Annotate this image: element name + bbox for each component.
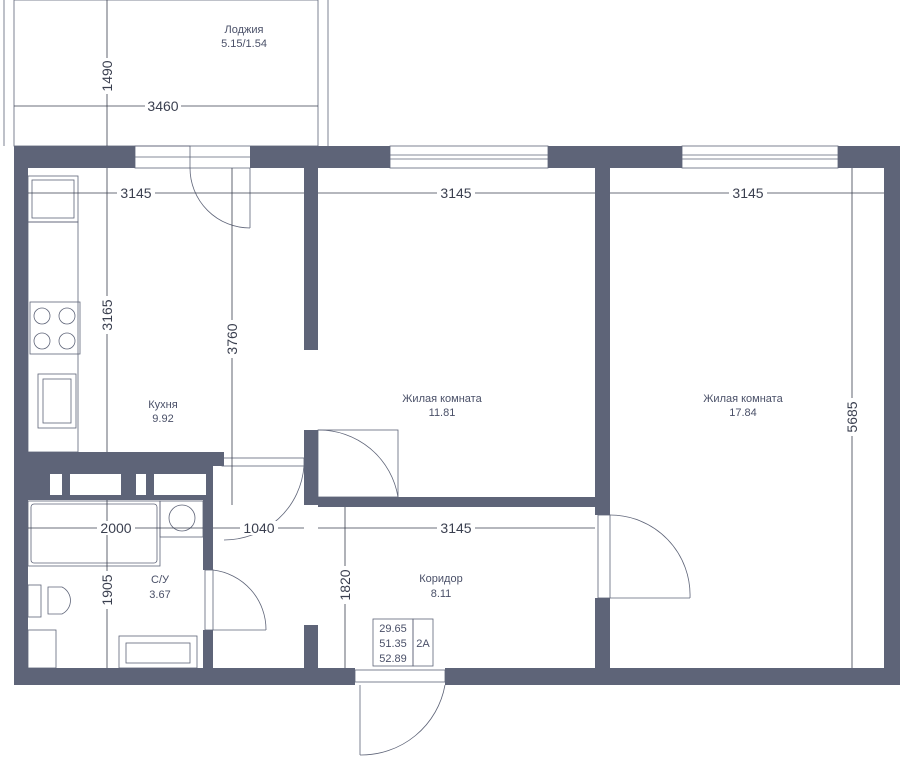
dim-loggia-width: 3460 bbox=[147, 98, 178, 114]
dim-room2-width: 3145 bbox=[732, 185, 763, 201]
dim-bath-depth: 1905 bbox=[99, 574, 115, 605]
fixtures bbox=[27, 175, 204, 669]
walls bbox=[14, 146, 900, 685]
dim-kitchen-depth: 3165 bbox=[99, 299, 115, 330]
dim-bath-width: 2000 bbox=[100, 520, 131, 536]
total-area: 51.35 bbox=[379, 638, 407, 650]
living2-area: 17.84 bbox=[729, 407, 757, 419]
dim-room2-depth: 5685 bbox=[844, 401, 860, 432]
bathroom-name: С/У bbox=[151, 574, 170, 586]
dim-loggia-depth: 1490 bbox=[99, 60, 115, 91]
corridor-area: 8.11 bbox=[431, 588, 452, 600]
bathroom-area: 3.67 bbox=[149, 589, 170, 601]
dim-kitchen-width: 3145 bbox=[120, 185, 151, 201]
corridor-name: Коридор bbox=[419, 573, 462, 585]
apartment-type: 2A bbox=[416, 638, 430, 650]
loggia-name: Лоджия bbox=[225, 24, 264, 36]
room-labels: Лоджия 5.15/1.54 Кухня 9.92 Жилая комнат… bbox=[148, 24, 783, 601]
dimension-lines bbox=[14, 0, 884, 668]
living1-name: Жилая комната bbox=[402, 393, 482, 405]
living-area: 29.65 bbox=[379, 623, 407, 635]
dim-passage-depth: 3760 bbox=[224, 323, 240, 354]
total-with-loggia: 52.89 bbox=[379, 653, 407, 665]
dim-room1-width: 3145 bbox=[440, 185, 471, 201]
dim-corridor-width: 3145 bbox=[440, 520, 471, 536]
area-summary-table: 29.65 51.35 52.89 2A bbox=[372, 618, 434, 667]
living1-area: 11.81 bbox=[429, 407, 456, 419]
dim-corridor-depth: 1820 bbox=[337, 569, 353, 600]
loggia-area: 5.15/1.54 bbox=[221, 38, 267, 50]
kitchen-area: 9.92 bbox=[152, 413, 173, 425]
loggia-outline bbox=[3, 0, 329, 147]
dim-passage-width: 1040 bbox=[243, 520, 274, 536]
dimension-labels: 1490 3460 3145 3145 3145 3165 3760 5685 … bbox=[97, 58, 860, 609]
windows bbox=[134, 145, 839, 169]
kitchen-name: Кухня bbox=[148, 399, 177, 411]
doors bbox=[189, 167, 691, 756]
living2-name: Жилая комната bbox=[703, 393, 783, 405]
